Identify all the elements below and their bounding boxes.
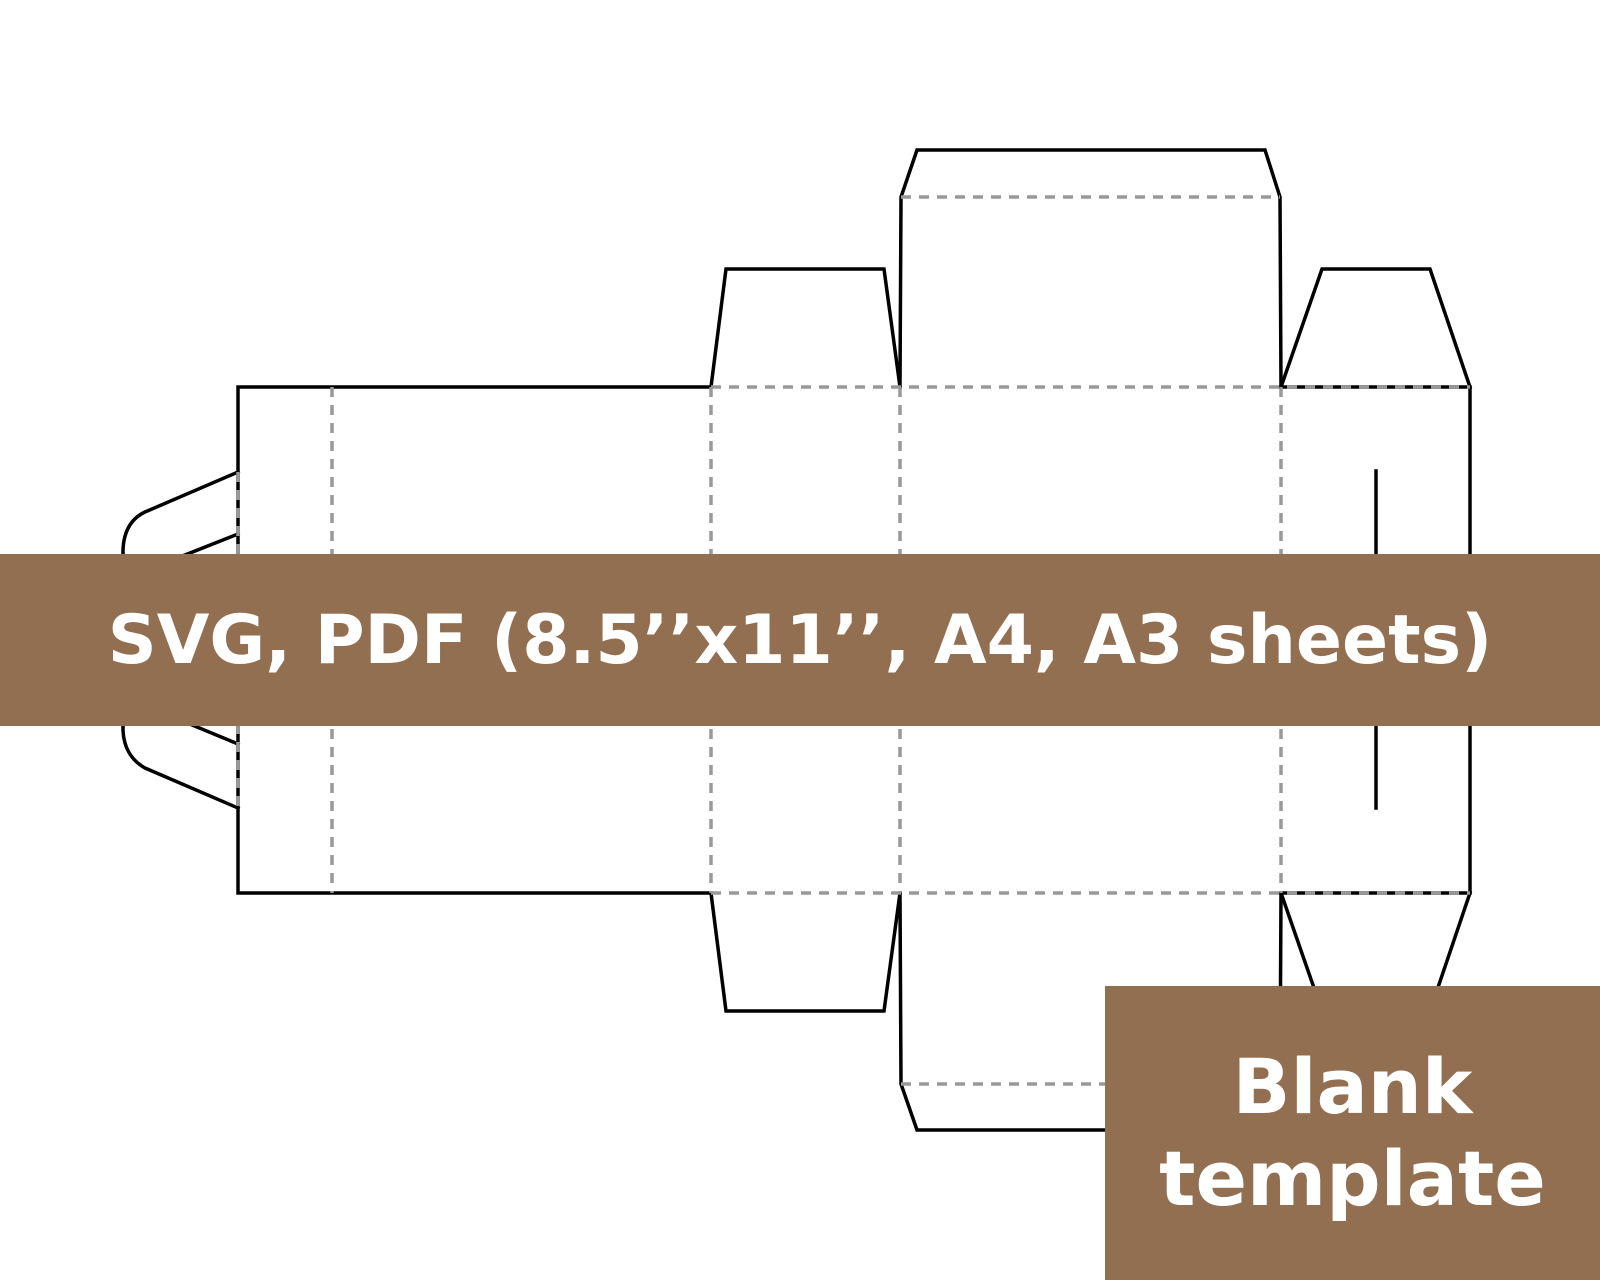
formats-banner-text: SVG, PDF (8.5’’x11’’, A4, A3 sheets) xyxy=(107,600,1493,680)
badge-line-2: template xyxy=(1159,1134,1546,1223)
blank-template-badge: Blank template xyxy=(1105,986,1600,1280)
dust-flap-top-left-cut xyxy=(709,267,902,389)
main-top-flap-cut xyxy=(898,148,1283,389)
formats-banner: SVG, PDF (8.5’’x11’’, A4, A3 sheets) xyxy=(0,554,1600,726)
dust-flap-top-right-cut xyxy=(1278,267,1473,390)
dust-flap-bottom-left-cut xyxy=(709,891,902,1013)
badge-line-1: Blank xyxy=(1232,1042,1473,1131)
